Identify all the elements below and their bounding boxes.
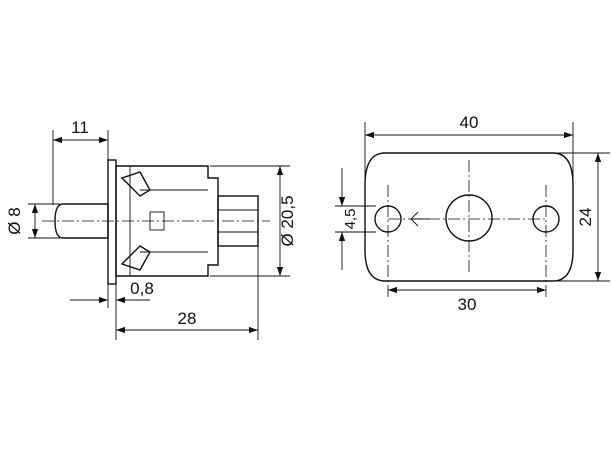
dim-11: 11 xyxy=(71,118,89,137)
dim-dia-8: Ø 8 xyxy=(5,207,24,234)
front-view: 40 24 4,5 30 xyxy=(335,113,610,314)
dim-0-8: 0,8 xyxy=(130,279,154,298)
dim-40: 40 xyxy=(460,113,479,132)
dim-4-5: 4,5 xyxy=(342,209,359,230)
spring-clip-bottom xyxy=(120,245,151,271)
dim-28: 28 xyxy=(178,309,197,328)
flange xyxy=(107,159,117,285)
switch-body xyxy=(115,165,219,277)
plunger xyxy=(54,203,109,239)
dim-24: 24 xyxy=(576,208,595,227)
dim-30: 30 xyxy=(458,295,477,314)
mounting-plate xyxy=(364,152,574,282)
spring-clip-top xyxy=(120,171,151,197)
dim-dia-20-5: Ø 20,5 xyxy=(278,195,297,246)
side-view: 11 Ø 8 Ø 20,5 0,8 28 xyxy=(5,118,297,340)
